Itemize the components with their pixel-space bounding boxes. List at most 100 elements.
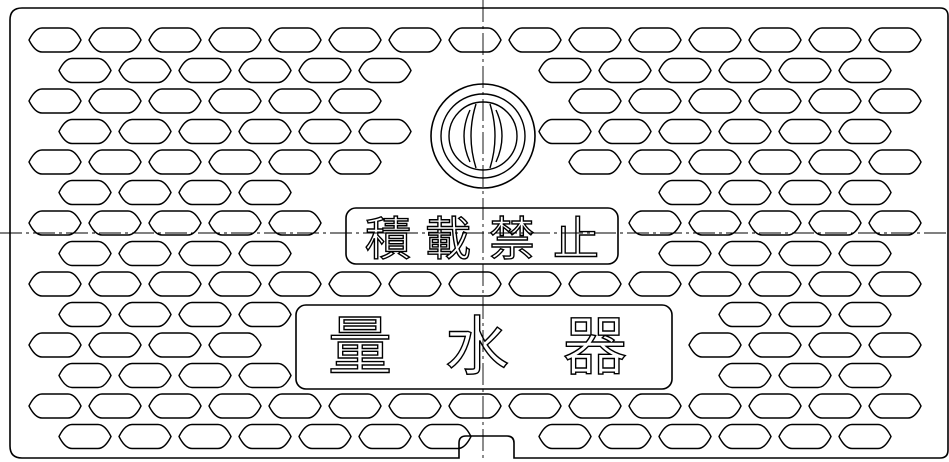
lattice-cell	[628, 149, 682, 175]
lattice-cell	[778, 362, 832, 389]
lattice-cell	[658, 240, 712, 267]
lattice-cell	[178, 240, 232, 267]
lattice-cell	[628, 88, 682, 114]
lattice-cell	[298, 118, 352, 145]
lattice-cell	[508, 27, 562, 53]
lattice-cell	[328, 88, 382, 114]
lattice-cell	[28, 393, 82, 419]
lattice-cell	[238, 423, 292, 450]
lattice-cell	[148, 149, 202, 175]
lattice-cell	[118, 179, 172, 206]
lattice-cell	[868, 210, 922, 236]
lattice-cell	[538, 57, 592, 84]
lattice-cell	[328, 393, 382, 419]
lattice-cell	[748, 27, 802, 53]
lattice-cell	[118, 57, 172, 84]
lattice-cell	[448, 271, 502, 297]
lattice-cell	[598, 57, 652, 84]
lattice-cell	[58, 362, 112, 389]
lattice-cell	[268, 210, 322, 236]
lattice-cell	[778, 57, 832, 84]
lattice-cell	[208, 27, 262, 53]
lattice-cell	[718, 179, 772, 206]
lattice-cell	[568, 27, 622, 53]
lattice-cell	[688, 271, 742, 297]
lattice-cell	[148, 27, 202, 53]
lattice-cell	[808, 149, 862, 175]
lattice-cell	[88, 393, 142, 419]
lattice-cell	[718, 240, 772, 267]
lattice-cell	[148, 332, 202, 358]
lattice-cell	[838, 57, 892, 84]
upper-label: 積 載 禁 止	[364, 211, 599, 266]
lattice-cell	[598, 423, 652, 450]
lattice-cell	[628, 27, 682, 53]
lattice-cell	[868, 332, 922, 358]
lattice-cell	[838, 240, 892, 267]
lattice-cell	[268, 393, 322, 419]
lattice-cell	[358, 118, 412, 145]
lattice-cell	[688, 393, 742, 419]
lattice-cell	[808, 27, 862, 53]
lattice-cell	[388, 27, 442, 53]
lattice-cell	[238, 362, 292, 389]
lattice-cell	[208, 332, 262, 358]
lattice-cell	[868, 27, 922, 53]
lattice-cell	[178, 179, 232, 206]
lattice-cell	[778, 179, 832, 206]
lattice-cell	[148, 88, 202, 114]
lattice-cell	[208, 149, 262, 175]
lattice-cell	[448, 27, 502, 53]
lattice-cell	[598, 118, 652, 145]
lattice-cell	[568, 393, 622, 419]
lattice-cell	[328, 27, 382, 53]
upper-label-panel	[345, 207, 619, 265]
lattice-cell	[88, 271, 142, 297]
lattice-cell	[778, 240, 832, 267]
lattice-cell	[688, 332, 742, 358]
lattice-cell	[88, 88, 142, 114]
lattice-cell	[508, 271, 562, 297]
lattice-cell	[238, 57, 292, 84]
lattice-cell	[208, 88, 262, 114]
lattice-cell	[88, 332, 142, 358]
lattice-cell	[178, 362, 232, 389]
lattice-cell	[628, 393, 682, 419]
lattice-cell	[838, 118, 892, 145]
diamond-lattice	[28, 27, 922, 450]
lattice-cell	[748, 149, 802, 175]
lattice-cell	[778, 301, 832, 328]
lattice-cell	[238, 301, 292, 328]
lattice-cell	[808, 210, 862, 236]
lattice-cell	[688, 210, 742, 236]
lattice-cell	[568, 149, 622, 175]
lattice-cell	[868, 149, 922, 175]
lattice-cell	[658, 118, 712, 145]
lattice-cell	[748, 332, 802, 358]
lattice-cell	[658, 57, 712, 84]
upper-label-char: 積	[365, 212, 411, 266]
upper-label-char: 載	[425, 212, 471, 266]
lattice-cell	[838, 179, 892, 206]
lattice-cell	[688, 149, 742, 175]
lattice-cell	[58, 301, 112, 328]
lower-label-char: 器	[563, 311, 627, 385]
lattice-cell	[118, 240, 172, 267]
lattice-cell	[58, 423, 112, 450]
lattice-cell	[28, 271, 82, 297]
lattice-cell	[268, 88, 322, 114]
lattice-cell	[28, 332, 82, 358]
lattice-cell	[868, 271, 922, 297]
lattice-cell	[238, 240, 292, 267]
lattice-cell	[238, 179, 292, 206]
lattice-cell	[748, 393, 802, 419]
lattice-cell	[388, 393, 442, 419]
upper-label-char: 止	[553, 212, 599, 266]
lattice-cell	[148, 393, 202, 419]
lattice-cell	[718, 301, 772, 328]
lattice-cell	[28, 88, 82, 114]
lattice-cell	[778, 423, 832, 450]
lattice-cell	[568, 88, 622, 114]
lattice-cell	[118, 423, 172, 450]
